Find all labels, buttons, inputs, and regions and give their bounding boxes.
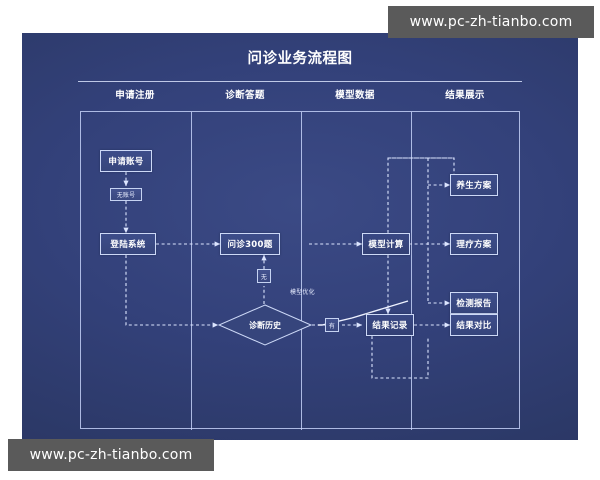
edge-label-has: 有 — [325, 318, 339, 332]
column-header-apply: 申请注册 — [115, 90, 155, 101]
lane-divider-1 — [191, 112, 192, 430]
page-title: 问诊业务流程图 — [247, 51, 353, 67]
node-result-compare[interactable]: 结果对比 — [450, 314, 498, 336]
node-login-system[interactable]: 登陆系统 — [100, 233, 156, 255]
title-divider — [78, 81, 522, 82]
node-therapy-plan[interactable]: 理疗方案 — [450, 233, 498, 255]
column-header-result: 结果展示 — [445, 90, 485, 101]
lane-divider-3 — [411, 112, 412, 430]
watermark-bottom: www.pc-zh-tianbo.com — [8, 439, 214, 471]
column-header-diagnose: 诊断答题 — [225, 90, 265, 101]
edge-label-model-optimize: 模型优化 — [290, 289, 315, 296]
watermark-top: www.pc-zh-tianbo.com — [388, 6, 594, 38]
node-health-plan[interactable]: 养生方案 — [450, 174, 498, 196]
node-test-report[interactable]: 检测报告 — [450, 292, 498, 314]
edge-label-none: 无 — [257, 269, 271, 283]
edge-label-no-account: 无账号 — [110, 188, 142, 201]
flowchart-poster: 问诊业务流程图 申请注册 诊断答题 模型数据 结果展示 — [22, 33, 578, 440]
node-diagnosis-history[interactable]: 诊断历史 — [217, 304, 313, 346]
column-header-model: 模型数据 — [335, 90, 375, 101]
lane-divider-2 — [301, 112, 302, 430]
node-apply-account[interactable]: 申请账号 — [100, 150, 152, 172]
node-result-record[interactable]: 结果记录 — [366, 314, 414, 336]
node-quiz-300[interactable]: 问诊300题 — [220, 233, 280, 255]
node-model-compute[interactable]: 模型计算 — [362, 233, 410, 255]
